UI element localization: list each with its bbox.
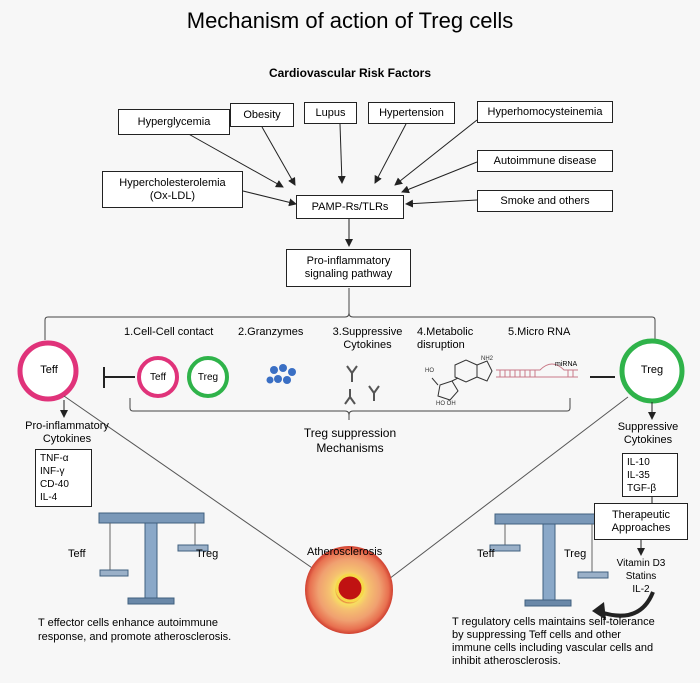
risk-factors-header: Cardiovascular Risk Factors: [268, 66, 432, 80]
cytokine-item: IL-4: [40, 492, 58, 503]
atherosclerosis-label: Atherosclerosis: [307, 546, 383, 558]
teff-large-label: Teff: [40, 364, 58, 376]
ho-label: HO: [425, 368, 434, 374]
treg-cell-large: [619, 338, 685, 404]
mechanism-2-label: 2.Granzymes: [238, 326, 304, 338]
right-caption: T regulatory cells maintains self-tolera…: [452, 616, 655, 668]
left-scale-treg-label: Treg: [196, 548, 219, 560]
ho-oh-label: HO OH: [436, 401, 456, 407]
curved-arrow: [599, 591, 655, 618]
proinflammatory-cytokines-title: Pro-inflammatory Cytokines: [12, 420, 122, 446]
mechanism-4-line1: 4.Metabolic: [417, 326, 474, 338]
adenosine-molecule: [431, 359, 493, 401]
left-balance-scale: [98, 512, 209, 605]
therapeutic-approaches-box: Therapeutic Approaches: [594, 503, 688, 540]
mechanism-4-label: 4.Metabolic disruption: [417, 326, 473, 352]
cytokine-symbols: [344, 365, 380, 405]
mechanism-4-line2: disruption: [417, 339, 465, 351]
box-smoke: Smoke and others: [477, 190, 613, 212]
cytokine-item: IL-10: [627, 457, 650, 468]
suppressive-cytokines-list: IL-10 IL-35 TGF-β: [622, 453, 678, 497]
left-caption-line1: T effector cells enhance autoimmune: [38, 617, 218, 629]
mirna-label: miRNA: [555, 361, 578, 368]
left-caption: T effector cells enhance autoimmune resp…: [38, 616, 231, 644]
pathway-line1: Pro-inflammatory: [306, 255, 391, 267]
therapy-item: IL-2: [632, 584, 650, 595]
box-lupus: Lupus: [304, 102, 357, 124]
therapy-item: Vitamin D3: [616, 558, 666, 569]
box-hyperglycemia: Hyperglycemia: [118, 109, 230, 135]
nh2-label: NH2: [481, 356, 494, 362]
hyperchol-line1: Hypercholesterolemia: [119, 176, 226, 189]
mirna-hairpin: [496, 363, 578, 378]
suppression-line1: Treg suppression: [303, 426, 397, 440]
right-caption-line1: T regulatory cells maintains self-tolera…: [452, 616, 655, 628]
page-title: Mechanism of action of Treg cells: [186, 8, 514, 33]
mechanism-5-label: 5.Micro RNA: [508, 326, 571, 338]
right-caption-line3: immune cells including vascular cells an…: [452, 642, 654, 654]
suppression-label: Treg suppression Mechanisms: [280, 426, 420, 456]
teff-cell-large: [17, 340, 79, 402]
therapy-item: Statins: [625, 571, 657, 582]
teff-small-label: Teff: [150, 372, 166, 383]
suppression-line2: Mechanisms: [316, 441, 384, 455]
cytokine-item: IL-35: [627, 470, 650, 481]
left-cyto-title-2: Cytokines: [42, 433, 92, 445]
right-scale-teff-label: Teff: [477, 548, 495, 560]
right-cyto-title-2: Cytokines: [623, 434, 673, 446]
left-caption-line2: response, and promote atherosclerosis.: [38, 631, 232, 643]
mechanism-3-line2: Cytokines: [343, 339, 392, 351]
right-caption-line2: by suppressing Teff cells and other: [452, 629, 621, 641]
box-hyperhomocysteinemia: Hyperhomocysteinemia: [477, 101, 613, 123]
suppressive-cytokines-title: Suppressive Cytokines: [598, 421, 698, 447]
treg-large-label: Treg: [640, 364, 664, 376]
box-hypertension: Hypertension: [368, 102, 455, 124]
cytokine-item: INF-γ: [40, 466, 65, 477]
box-obesity: Obesity: [230, 103, 294, 127]
box-autoimmune: Autoimmune disease: [477, 150, 613, 172]
cytokine-item: CD-40: [40, 479, 69, 490]
granzyme-dots: [266, 364, 296, 384]
treg-small-label: Treg: [197, 372, 219, 383]
left-scale-teff-label: Teff: [68, 548, 86, 560]
proinflammatory-cytokines-list: TNF-α INF-γ CD-40 IL-4: [35, 449, 92, 507]
mechanism-3-label: 3.Suppressive Cytokines: [325, 326, 410, 352]
box-hypercholesterolemia: Hypercholesterolemia (Ox-LDL): [102, 171, 243, 208]
right-cyto-title-1: Suppressive: [617, 421, 679, 433]
right-caption-line4: inhibit atherosclerosis.: [452, 655, 561, 667]
cytokine-item: TNF-α: [40, 453, 69, 464]
hyperchol-line2: (Ox-LDL): [149, 189, 196, 202]
mechanism-3-line1: 3.Suppressive: [332, 326, 403, 338]
mechanism-1-label: 1.Cell-Cell contact: [124, 326, 214, 338]
cytokine-item: TGF-β: [627, 483, 657, 494]
treg-cell-small: [187, 356, 229, 398]
box-pathway: Pro-inflammatory signaling pathway: [286, 249, 411, 287]
therapies-list: Vitamin D3 Statins IL-2: [601, 557, 681, 596]
right-scale-treg-label: Treg: [564, 548, 587, 560]
therapy-line2: Approaches: [611, 521, 671, 534]
box-pamp: PAMP-Rs/TLRs: [296, 195, 404, 219]
left-cyto-title-1: Pro-inflammatory: [25, 420, 109, 432]
pathway-line2: signaling pathway: [304, 268, 393, 280]
right-balance-scale: [489, 513, 609, 607]
therapy-line1: Therapeutic: [611, 508, 671, 521]
teff-cell-small: [137, 356, 179, 398]
